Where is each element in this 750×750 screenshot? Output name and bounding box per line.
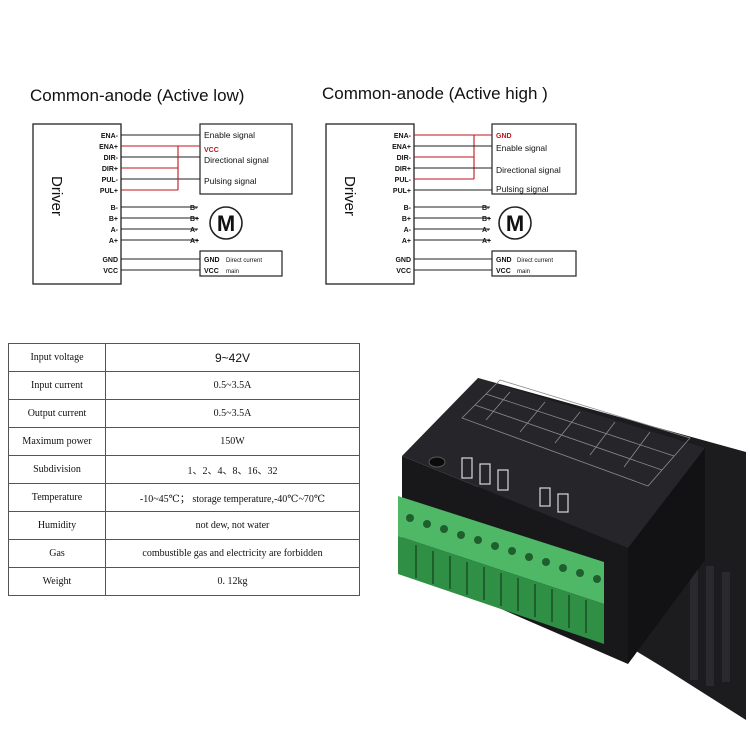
spec-value: 1、2、4、8、16、32 (105, 455, 360, 484)
spec-value: 0. 12kg (105, 567, 360, 596)
table-row: Temperature -10~45℃； storage temperature… (8, 483, 360, 512)
wiring-diagram-active-low: Driver ENA- ENA+ DIR- DIR+ PUL- PUL+ B- … (32, 123, 293, 285)
motor-icon (498, 206, 532, 240)
pin-label: DIR- (397, 155, 412, 162)
power-label: GND (204, 257, 220, 264)
power-label: VCC (204, 268, 219, 275)
power-note: main (226, 269, 239, 275)
spec-value: combustible gas and electricity are forb… (105, 539, 360, 568)
table-row: Input voltage 9~42V (8, 343, 360, 372)
spec-key: Weight (8, 567, 106, 596)
motor-pin-label: B- (190, 205, 198, 212)
motor-label: M (506, 211, 524, 236)
pin-label: B+ (402, 216, 411, 223)
driver-label: Driver (48, 176, 65, 216)
pin-label: DIR+ (102, 166, 118, 173)
signal-label: GND (496, 133, 512, 140)
terminal-ridges (415, 545, 587, 633)
signal-label: VCC (204, 147, 219, 154)
motor-pin-label: B- (482, 205, 490, 212)
label-grid (461, 379, 691, 487)
pin-label: GND (395, 257, 411, 264)
signal-label: Directional signal (204, 155, 269, 165)
table-row: Gas combustible gas and electricity are … (8, 539, 360, 568)
wiring-diagrams: Driver ENA- ENA+ DIR- DIR+ PUL- PUL+ B- … (32, 123, 577, 285)
pin-label: B- (404, 205, 412, 212)
signal-label: Enable signal (204, 130, 255, 140)
pin-label: PUL+ (393, 188, 411, 195)
pin-label: B+ (109, 216, 118, 223)
dip-switch-markings (461, 457, 569, 513)
motor-pin-label: A+ (482, 238, 491, 245)
power-box (491, 250, 577, 277)
pin-label: ENA+ (99, 144, 118, 151)
table-row: Maximum power 150W (8, 427, 360, 456)
signal-label: Pulsing signal (204, 176, 257, 186)
motor-pin-label: B+ (190, 216, 199, 223)
spec-key: Maximum power (8, 427, 106, 456)
motor-label: M (217, 211, 235, 236)
pin-label: ENA- (394, 133, 412, 140)
motor-pin-label: A+ (190, 238, 199, 245)
pin-label: ENA- (101, 133, 119, 140)
signal-label: Directional signal (496, 165, 561, 175)
pin-label: PUL- (395, 177, 412, 184)
pin-label: VCC (103, 268, 118, 275)
wiring-diagram-active-high: Driver ENA- ENA+ DIR- DIR+ PUL- PUL+ B- … (325, 123, 577, 285)
housing-top (402, 378, 705, 548)
motor-icon (209, 206, 243, 240)
pin-label: A- (111, 227, 119, 234)
diagram-title-active-low: Common-anode (Active low) (30, 86, 245, 105)
power-label: GND (496, 257, 512, 264)
housing-side (628, 448, 705, 664)
mounting-hole (428, 456, 446, 468)
driver-box (325, 123, 415, 285)
terminal-screws (406, 514, 601, 583)
pin-label: A+ (109, 238, 118, 245)
pin-label: PUL- (102, 177, 119, 184)
signal-label: Pulsing signal (496, 184, 549, 194)
terminal-block-top (398, 496, 604, 604)
pin-label: DIR+ (395, 166, 411, 173)
spec-table: Input voltage 9~42V Input current 0.5~3.… (8, 343, 360, 596)
pin-label: VCC (396, 268, 411, 275)
diagram-title-active-high: Common-anode (Active high ) (322, 84, 548, 103)
pin-label: ENA+ (392, 144, 411, 151)
spec-key: Input voltage (8, 343, 106, 372)
driver-box (32, 123, 122, 285)
power-note: Direct current (226, 258, 262, 264)
table-row: Weight 0. 12kg (8, 567, 360, 596)
spec-value: 9~42V (105, 343, 360, 372)
spec-key: Output current (8, 399, 106, 428)
pin-label: DIR- (104, 155, 119, 162)
motor-pin-label: B+ (482, 216, 491, 223)
pin-label: B- (111, 205, 119, 212)
pin-label: GND (102, 257, 118, 264)
power-note: Direct current (517, 258, 553, 264)
pin-label: A+ (402, 238, 411, 245)
pin-label: PUL+ (100, 188, 118, 195)
motor-pin-label: A- (482, 227, 490, 234)
power-box (199, 250, 283, 277)
signal-box (491, 123, 577, 195)
motor-pin-label: A- (190, 227, 198, 234)
table-row: Input current 0.5~3.5A (8, 371, 360, 400)
signal-label: Enable signal (496, 143, 547, 153)
spec-value: not dew, not water (105, 511, 360, 540)
power-label: VCC (496, 268, 511, 275)
signal-box (199, 123, 293, 195)
driver-label: Driver (341, 176, 358, 216)
pin-label: A- (404, 227, 412, 234)
power-note: main (517, 269, 530, 275)
